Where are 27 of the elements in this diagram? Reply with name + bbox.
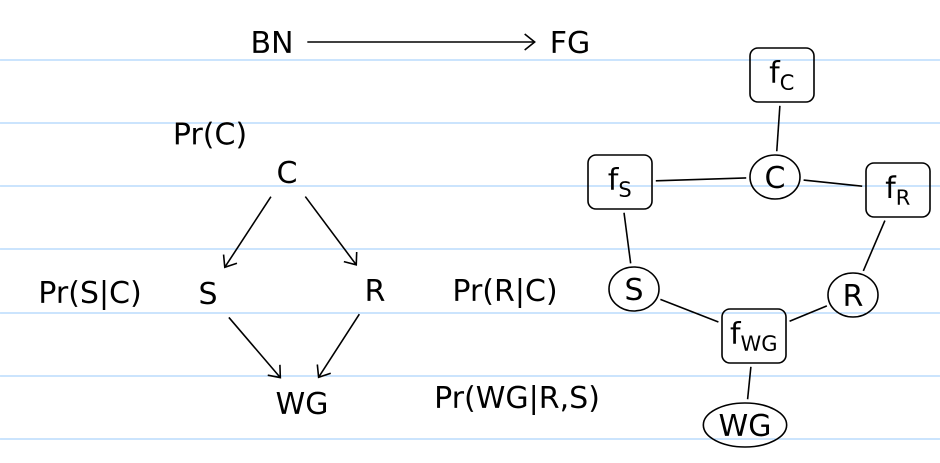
factor-box: f$_{S}$ xyxy=(587,154,653,210)
node-label: C xyxy=(278,160,296,184)
probability-label: Pr(R|C) xyxy=(455,278,556,308)
connector-line xyxy=(862,220,886,272)
arrow xyxy=(222,196,272,268)
connector-line xyxy=(746,366,752,400)
arrow xyxy=(304,196,358,266)
connector-line xyxy=(660,298,719,323)
probability-label: Pr(C) xyxy=(176,122,245,148)
node-label: BN xyxy=(253,31,291,53)
factor-box: f$_{C}$ xyxy=(749,47,815,103)
node-label: R xyxy=(368,279,385,301)
arrow xyxy=(316,314,360,378)
arrow xyxy=(307,33,536,51)
factor-box: f$_{WG}$ xyxy=(721,308,787,364)
factor-box: f$_{R}$ xyxy=(865,162,931,218)
node-label: WG xyxy=(276,392,326,414)
node-label: S xyxy=(200,282,216,304)
node-label: FG xyxy=(552,30,588,54)
probability-label: Pr(S|C) xyxy=(41,280,140,310)
connector-line xyxy=(623,212,632,264)
connector-line xyxy=(804,179,862,188)
connector-line xyxy=(789,305,828,322)
probability-label: Pr(WG|R,S) xyxy=(437,385,598,415)
connector-line xyxy=(656,177,746,182)
arrow xyxy=(228,316,282,379)
connector-line xyxy=(776,106,781,152)
